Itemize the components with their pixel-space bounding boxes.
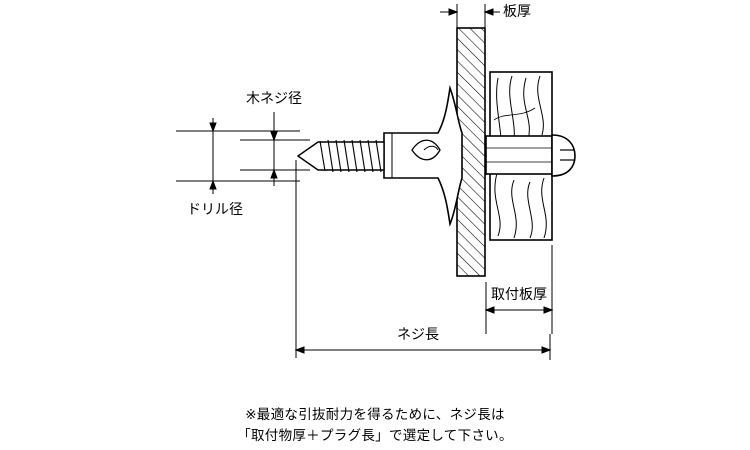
note-line-1: ※最適な引抜耐力を得るために、ネジ長は xyxy=(245,407,505,423)
drill-diameter-label: ドリル径 xyxy=(187,202,243,218)
mounting-thickness-dimension xyxy=(484,245,554,334)
note-line-2: 「取付物厚＋プラグ長」で選定して下さい。 xyxy=(237,428,513,444)
wood-screw-diameter-label: 木ネジ径 xyxy=(246,91,302,107)
screw-length-label: ネジ長 xyxy=(397,327,439,343)
board-thickness-label: 板厚 xyxy=(503,4,531,20)
screw-length-dimension xyxy=(294,160,552,360)
diameter-dimension xyxy=(176,112,310,194)
wood-screw xyxy=(296,139,385,173)
anchor-plug xyxy=(383,84,463,227)
board-thickness-dimension xyxy=(440,4,500,28)
machine-screw xyxy=(485,134,576,177)
mounting-board-thickness-label: 取付板厚 xyxy=(491,287,547,303)
